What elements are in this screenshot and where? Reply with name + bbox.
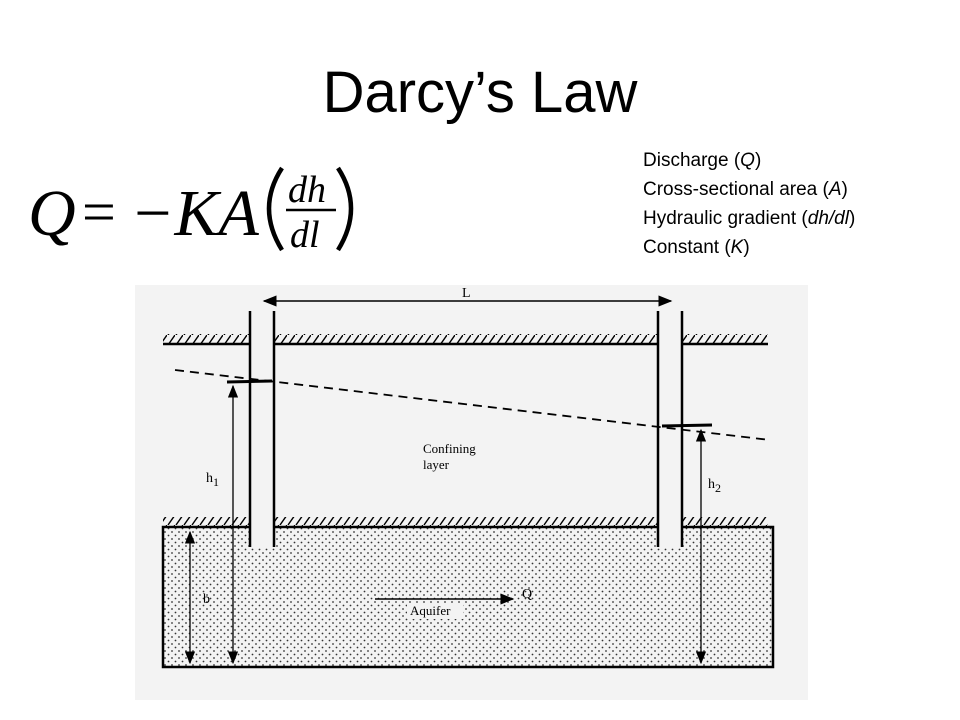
legend-area: Cross-sectional area (A)	[643, 179, 848, 200]
legend-constant: Constant (K)	[643, 237, 750, 258]
formula-numerator: dh	[288, 169, 326, 211]
darcy-formula: Q = −KA dh dl	[28, 166, 354, 256]
aquifer-label: Aquifer	[410, 603, 451, 618]
aquifer-diagram: L Confining layer h1 h2 b Aquifer Q	[135, 285, 808, 700]
variable-legend: Discharge (Q) Cross-sectional area (A) H…	[643, 146, 855, 262]
potentiometric-surface	[174, 369, 771, 441]
confining-label-line2: layer	[423, 457, 450, 472]
discharge-label: Q	[522, 587, 532, 602]
water-level-1	[226, 379, 273, 384]
slide-title: Darcy’s Law	[322, 60, 638, 125]
water-level-2	[661, 423, 713, 428]
legend-gradient: Hydraulic gradient (dh/dl)	[643, 208, 856, 229]
formula-denominator: dl	[290, 214, 320, 256]
left-paren	[266, 166, 284, 252]
length-label: L	[462, 286, 471, 301]
formula-q: Q	[28, 177, 76, 250]
formula-minus-ka: −KA	[130, 177, 260, 250]
aquifer-label-bg	[407, 603, 463, 619]
confining-label-line1: Confining	[423, 441, 476, 456]
h2-label: h2	[708, 477, 721, 495]
h1-label: h1	[206, 471, 219, 489]
well-1	[248, 311, 276, 547]
formula-equals: =	[82, 179, 116, 245]
thickness-label: b	[203, 592, 210, 607]
right-paren	[336, 166, 354, 252]
legend-discharge: Discharge (Q)	[643, 150, 762, 171]
aquifer-layer	[161, 517, 775, 669]
